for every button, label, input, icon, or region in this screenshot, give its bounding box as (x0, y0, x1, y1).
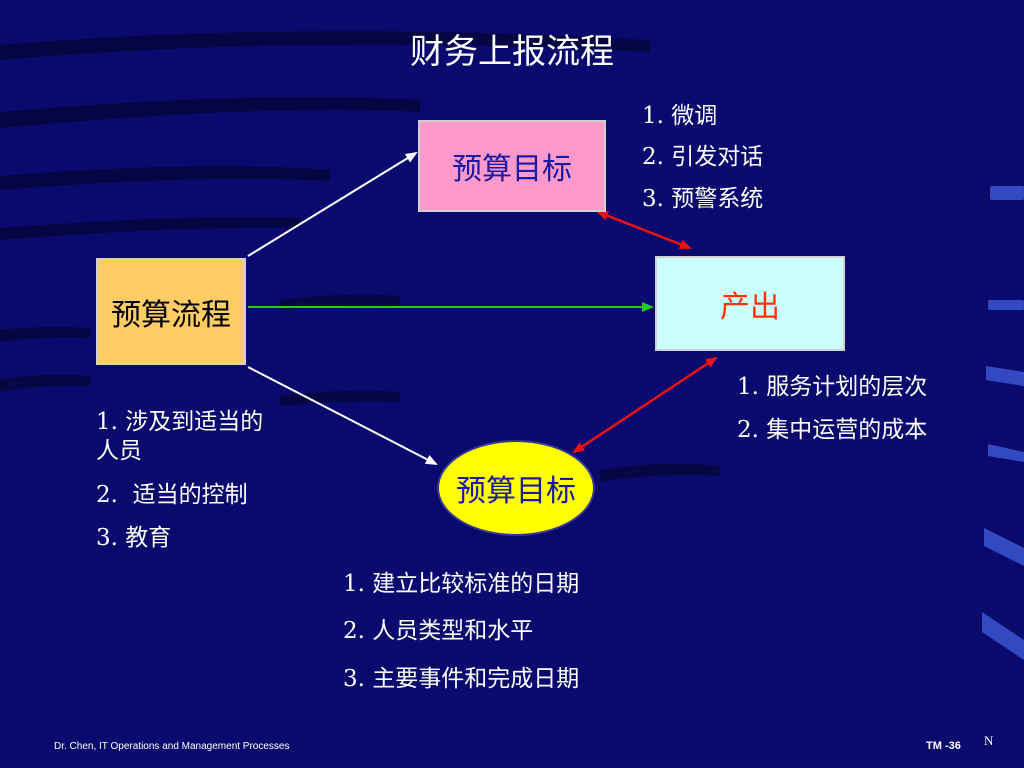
list-item: 2. 适当的控制 (96, 481, 248, 508)
arrow-top-target-output-link (596, 210, 692, 250)
bottom-target-node: 预算目标 (437, 440, 595, 536)
list-item: 1. 涉及到适当的人员 (96, 409, 264, 465)
list-item: 1. 服务计划的层次 (737, 374, 928, 400)
top-target-node-label: 预算目标 (452, 152, 572, 187)
list-item: 1. 建立比较标准的日期 (343, 571, 580, 597)
bottom-target-node-label: 预算目标 (456, 474, 576, 509)
footer-slide-number: TM -36 (926, 740, 961, 752)
list-item: 2. 集中运营的成本 (737, 417, 928, 444)
list-item: 3. 预警系统 (642, 185, 764, 212)
footer-course-title: Dr. Chen, IT Operations and Management P… (54, 741, 290, 752)
arrow-process-to-bottom-target (247, 366, 438, 465)
process-node-label: 预算流程 (111, 297, 231, 333)
top-target-notes: 1. 微调 2. 引发对话 3. 预警系统 (642, 102, 763, 226)
list-item: 3. 主要事件和完成日期 (343, 665, 580, 692)
list-item: 3. 教育 (96, 525, 172, 552)
output-notes: 1. 服务计划的层次 2. 集中运营的成本 (737, 373, 942, 460)
list-item: 2. 人员类型和水平 (343, 618, 534, 645)
output-node-label: 产出 (720, 289, 780, 325)
process-node: 预算流程 (96, 258, 246, 365)
top-target-node: 预算目标 (418, 120, 606, 212)
footer-corner-mark: N (984, 733, 994, 748)
process-notes: 1. 涉及到适当的人员 2. 适当的控制 3. 教育 (96, 408, 281, 568)
list-item: 1. 微调 (642, 103, 718, 129)
arrow-bottom-target-output-link (572, 356, 718, 454)
arrow-process-to-top-target (247, 151, 418, 257)
list-item: 2. 引发对话 (642, 144, 764, 171)
output-node: 产出 (655, 256, 845, 351)
page-title: 财务上报流程 (410, 32, 614, 72)
bottom-target-notes: 1. 建立比较标准的日期 2. 人员类型和水平 3. 主要事件和完成日期 (343, 570, 579, 712)
